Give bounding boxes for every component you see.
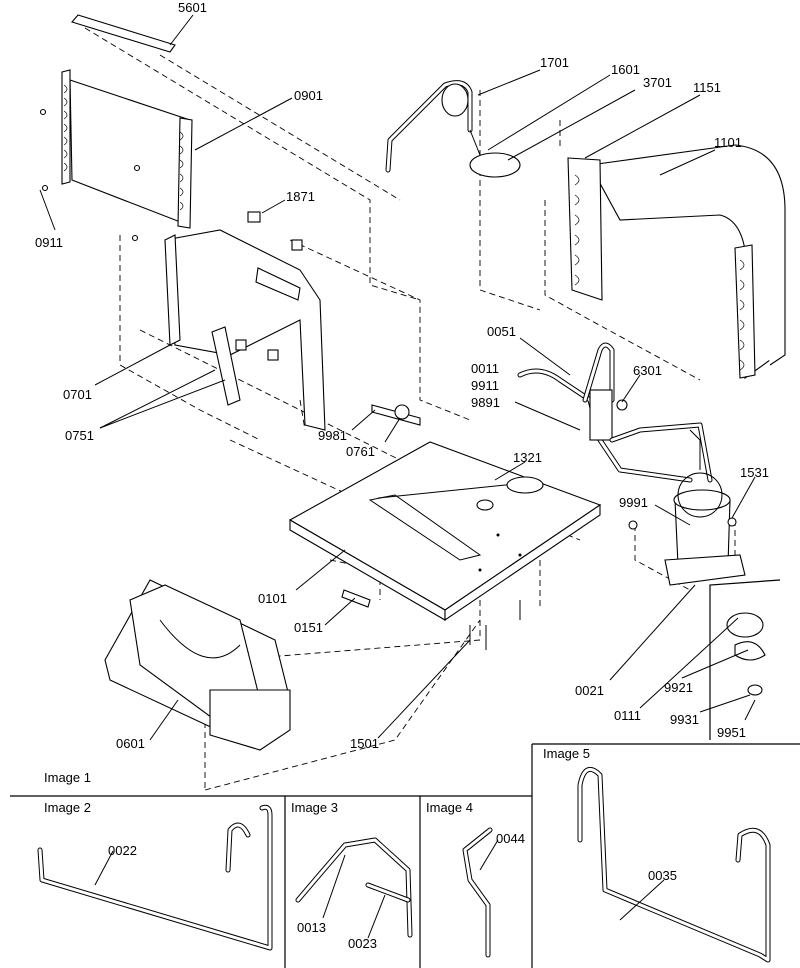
callout-0761: 0761 bbox=[346, 444, 375, 459]
callout-9951: 9951 bbox=[717, 725, 746, 740]
callout-0601: 0601 bbox=[116, 736, 145, 751]
callout-1151: 1151 bbox=[693, 80, 721, 95]
callout-1601: 1601 bbox=[611, 62, 640, 77]
image-label-3: Image 3 bbox=[291, 800, 338, 815]
callout-6301: 6301 bbox=[633, 363, 662, 378]
partition-panel bbox=[164, 211, 326, 431]
callout-5601: 5601 bbox=[178, 0, 207, 15]
image-label-1: Image 1 bbox=[44, 770, 91, 785]
base-pan bbox=[288, 441, 602, 622]
inset-frames bbox=[10, 743, 800, 968]
callout-9931: 9931 bbox=[670, 712, 699, 727]
callout-1871: 1871 bbox=[286, 189, 315, 204]
callout-1531: 1531 bbox=[740, 465, 769, 480]
callout-0013: 0013 bbox=[297, 920, 326, 935]
callout-1701: 1701 bbox=[540, 55, 569, 70]
small-bracket bbox=[341, 589, 371, 608]
tube-part-0022 bbox=[37, 804, 273, 951]
callout-0035: 0035 bbox=[648, 868, 677, 883]
callout-9911: 9911 bbox=[471, 378, 499, 393]
condenser-coil bbox=[39, 69, 193, 242]
callout-0151: 0151 bbox=[294, 620, 323, 635]
callout-0011: 0011 bbox=[471, 361, 499, 376]
tube-part-0013 bbox=[295, 837, 413, 938]
sensor-bracket bbox=[371, 404, 421, 426]
callout-0023: 0023 bbox=[348, 936, 377, 951]
callout-9991: 9991 bbox=[619, 495, 648, 510]
callout-0022: 0022 bbox=[108, 843, 137, 858]
tube-part-0023 bbox=[365, 882, 411, 903]
callout-1321: 1321 bbox=[513, 450, 542, 465]
callout-0044: 0044 bbox=[496, 831, 525, 846]
image-label-5: Image 5 bbox=[543, 746, 590, 761]
callout-9921: 9921 bbox=[664, 680, 693, 695]
callout-9981: 9981 bbox=[318, 428, 347, 443]
callout-0111: 0111 bbox=[614, 708, 641, 723]
callout-1101: 1101 bbox=[714, 135, 742, 150]
callout-3701: 3701 bbox=[643, 75, 672, 90]
callout-0101: 0101 bbox=[258, 591, 287, 606]
callout-leaders bbox=[39, 14, 756, 939]
callout-0911: 0911 bbox=[35, 235, 63, 250]
terminal-detail-box bbox=[709, 579, 781, 740]
tube-part-0044 bbox=[462, 827, 493, 958]
inset-labels: Image 1 Image 2 Image 3 Image 4 Image 5 bbox=[44, 746, 590, 815]
callout-0751: 0751 bbox=[65, 428, 94, 443]
tube-part-0035 bbox=[577, 766, 771, 963]
tubing-loop-assembly bbox=[385, 80, 521, 178]
callout-0701: 0701 bbox=[63, 387, 92, 402]
compressor bbox=[628, 429, 746, 586]
callout-0901: 0901 bbox=[294, 88, 323, 103]
mounting-screws bbox=[469, 600, 521, 650]
callout-9891: 9891 bbox=[471, 395, 500, 410]
fan-shroud bbox=[104, 579, 291, 751]
callout-0021: 0021 bbox=[575, 683, 604, 698]
callout-0051: 0051 bbox=[487, 324, 516, 339]
callout-labels: 5601 0901 0911 1871 0701 0751 1701 1601 … bbox=[35, 0, 769, 951]
valve-tube-assembly bbox=[517, 342, 713, 483]
top-cover-strip bbox=[71, 14, 176, 53]
image-label-4: Image 4 bbox=[426, 800, 473, 815]
evaporator-coil bbox=[567, 144, 786, 380]
image-label-2: Image 2 bbox=[44, 800, 91, 815]
callout-1501: 1501 bbox=[350, 736, 379, 751]
